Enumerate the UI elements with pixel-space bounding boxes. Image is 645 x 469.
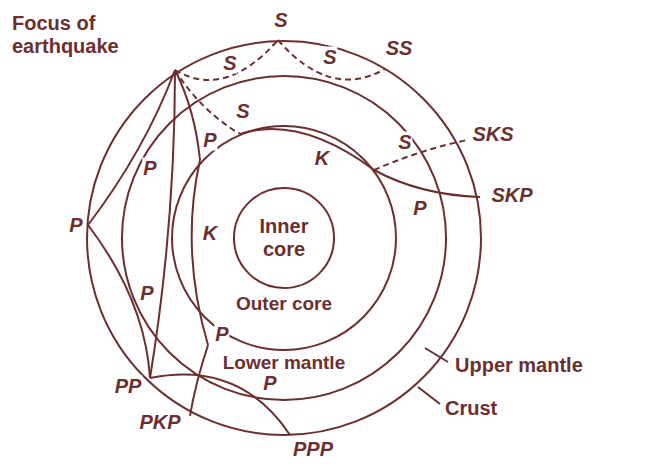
focus-label: Focus of earthquake — [12, 12, 172, 58]
wave-label: S — [397, 132, 412, 153]
wave-label: K — [202, 223, 218, 244]
wave-label: SKP — [490, 185, 533, 206]
s-wave-path — [175, 40, 278, 80]
crust-circle — [87, 41, 481, 435]
s-wave-path — [175, 70, 240, 134]
region-name: Lower mantle — [199, 352, 369, 374]
wave-label: PP — [114, 376, 143, 397]
wave-label: P — [139, 283, 154, 304]
leader-line — [425, 348, 448, 362]
leader-line — [418, 387, 440, 404]
mantle-boundary-circle: Lower mantle Outer core Inner core — [121, 75, 447, 401]
region-label: Upper mantle — [454, 355, 584, 376]
p-wave-path — [88, 70, 175, 225]
wave-label: S — [273, 10, 288, 31]
wave-label: P — [202, 130, 217, 151]
circle-outline — [234, 188, 334, 288]
s-wave-path — [374, 140, 467, 170]
circle-outline — [172, 126, 396, 350]
region-label: Crust — [444, 398, 498, 419]
wave-label: S — [222, 53, 237, 74]
wave-label: K — [314, 148, 330, 169]
region-name: Outer core — [209, 293, 359, 315]
wave-label: SS — [385, 38, 414, 59]
wave-label: SKS — [471, 124, 514, 145]
wave-label: S — [235, 101, 250, 122]
wave-label: P — [412, 198, 427, 219]
circle-outline — [122, 76, 446, 400]
wave-label: P — [142, 158, 157, 179]
wave-label: P — [214, 324, 229, 345]
region-name: Inner core — [249, 215, 319, 261]
wave-label: PKP — [138, 412, 181, 433]
wave-label: P — [68, 215, 83, 236]
wave-label: P — [262, 373, 277, 394]
p-wave-path — [150, 70, 175, 378]
wave-label: S — [322, 47, 337, 68]
s-wave-path — [278, 40, 385, 80]
wave-label: PPP — [292, 439, 334, 460]
inner-core-circle: Inner core — [233, 187, 335, 289]
p-wave-path — [374, 170, 480, 197]
